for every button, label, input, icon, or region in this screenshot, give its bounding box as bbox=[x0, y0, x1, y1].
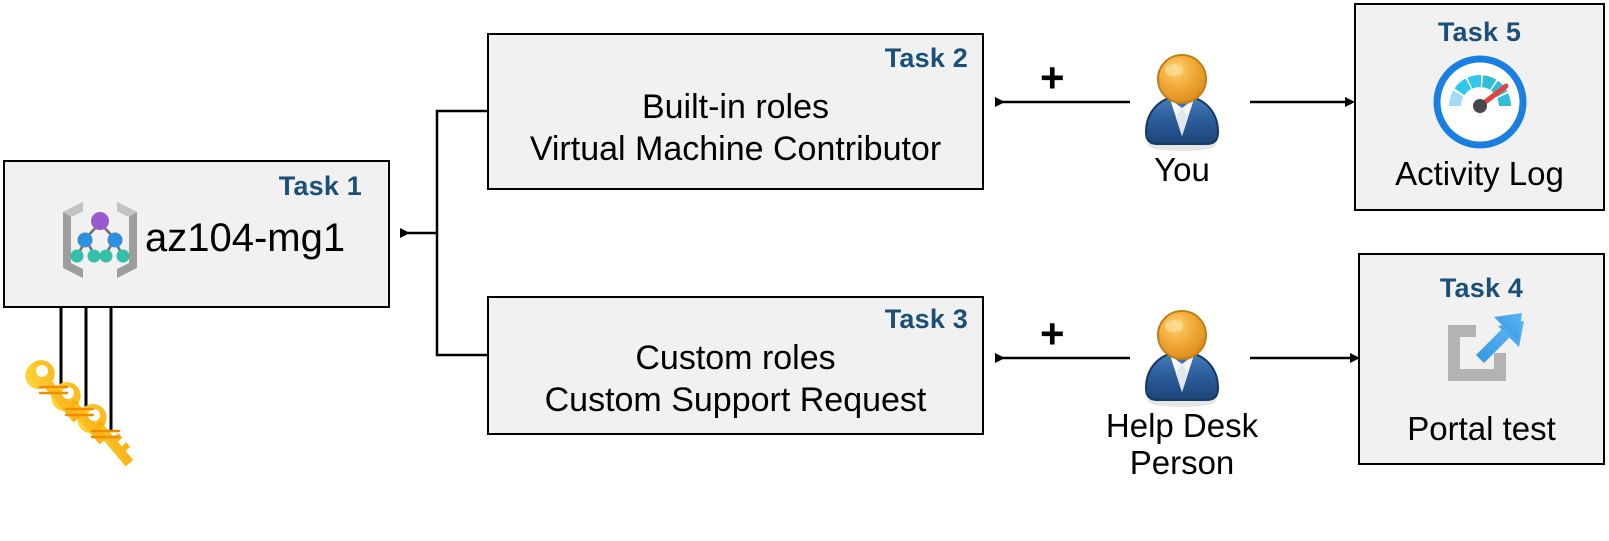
actor-you[interactable]: You bbox=[1132, 52, 1232, 188]
actor-helpdesk-caption-line2: Person bbox=[1129, 443, 1235, 481]
task3-box[interactable]: Task 3 Custom roles Custom Support Reque… bbox=[487, 296, 984, 435]
task1-text: az104-mg1 bbox=[145, 216, 346, 260]
task5-box[interactable]: Task 5 Activity Log bbox=[1354, 3, 1605, 211]
person-icon bbox=[1144, 54, 1220, 151]
gauge-icon bbox=[1433, 55, 1526, 149]
management-group-icon bbox=[63, 202, 137, 278]
task3-line2: Custom Support Request bbox=[544, 381, 927, 419]
actor-helpdesk-caption-line1: Help Desk bbox=[1105, 407, 1259, 444]
external-link-icon bbox=[1447, 313, 1524, 381]
task4-box[interactable]: Task 4 Portal test bbox=[1358, 253, 1605, 465]
task3-line1: Custom roles bbox=[635, 339, 836, 377]
task5-label: Task 5 bbox=[1437, 17, 1522, 47]
task5-text: Activity Log bbox=[1395, 155, 1564, 192]
person-icon bbox=[1144, 310, 1220, 407]
task1-box[interactable]: Task 1 az104-mg1 bbox=[3, 160, 390, 308]
task4-text: Portal test bbox=[1407, 410, 1556, 447]
merge-connector bbox=[400, 109, 487, 357]
task3-label: Task 3 bbox=[884, 304, 968, 334]
task2-box[interactable]: Task 2 Built-in roles Virtual Machine Co… bbox=[487, 33, 984, 190]
keys-icon bbox=[25, 360, 134, 467]
task2-line2: Virtual Machine Contributor bbox=[529, 130, 942, 168]
actor-helpdesk[interactable]: Help Desk Person bbox=[1106, 308, 1258, 481]
task4-label: Task 4 bbox=[1439, 273, 1524, 303]
task1-label: Task 1 bbox=[278, 171, 362, 201]
task2-label: Task 2 bbox=[884, 43, 968, 73]
task2-line1: Built-in roles bbox=[641, 88, 830, 126]
actor-helpdesk-caption: Help Desk Person bbox=[1105, 407, 1259, 482]
plus-sign-top: + bbox=[1040, 54, 1065, 101]
actor-you-caption: You bbox=[1154, 151, 1210, 188]
plus-sign-bottom: + bbox=[1040, 310, 1065, 357]
